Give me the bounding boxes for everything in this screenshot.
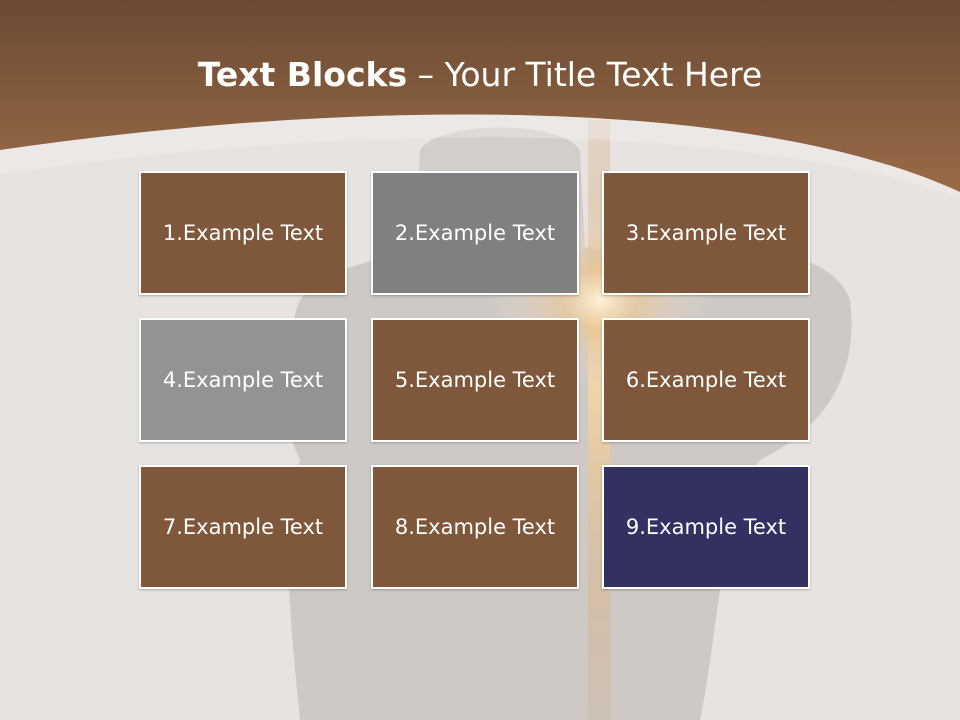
text-block-3-label: 3.Example Text <box>625 221 787 245</box>
text-block-7-label: 7.Example Text <box>162 515 324 539</box>
text-block-2-label: 2.Example Text <box>394 221 556 245</box>
page-title: Text Blocks – Your Title Text Here <box>0 52 960 98</box>
text-block-1-label: 1.Example Text <box>162 221 324 245</box>
text-block-5-label: 5.Example Text <box>394 368 556 392</box>
text-block-6[interactable]: 6.Example Text <box>602 318 810 442</box>
text-block-5[interactable]: 5.Example Text <box>371 318 579 442</box>
title-regular: Your Title Text Here <box>444 55 763 94</box>
text-block-8-label: 8.Example Text <box>394 515 556 539</box>
text-block-1[interactable]: 1.Example Text <box>139 171 347 295</box>
text-block-3[interactable]: 3.Example Text <box>602 171 810 295</box>
text-block-8[interactable]: 8.Example Text <box>371 465 579 589</box>
title-bold: Text Blocks <box>197 55 408 94</box>
text-block-9-label: 9.Example Text <box>625 515 787 539</box>
text-block-2[interactable]: 2.Example Text <box>371 171 579 295</box>
title-dash: – <box>407 55 445 94</box>
text-block-7[interactable]: 7.Example Text <box>139 465 347 589</box>
header-arc <box>0 114 960 198</box>
text-block-4-label: 4.Example Text <box>162 368 324 392</box>
text-block-9[interactable]: 9.Example Text <box>602 465 810 589</box>
text-block-6-label: 6.Example Text <box>625 368 787 392</box>
header-band <box>0 0 960 192</box>
text-block-4[interactable]: 4.Example Text <box>139 318 347 442</box>
